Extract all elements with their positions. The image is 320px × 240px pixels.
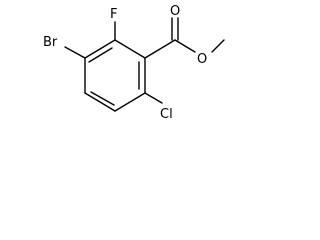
atom-label-o-ester: O [197, 52, 207, 67]
bond-to-chlorine [144, 92, 163, 104]
bond-to-bromine [64, 46, 86, 59]
atom-label-cl: Cl [160, 107, 173, 122]
ring-bond-c6-c1 [114, 39, 146, 59]
chemical-structure-diagram: Br F O O Cl [43, 4, 225, 122]
ring-double-bond-c3-c4 [90, 91, 115, 106]
atom-label-o-carbonyl: O [170, 4, 180, 19]
ring-bond-c3-c4 [84, 92, 116, 112]
benzene-ring [84, 39, 146, 112]
ring-bond-c1-c2 [84, 39, 116, 59]
bond-carbonyl-to-ester-oxygen [174, 39, 196, 53]
ring-double-bond-c1-c2 [88, 47, 113, 63]
atom-label-f: F [110, 7, 117, 22]
bond-ring-to-carbonyl-carbon [144, 39, 176, 59]
bond-ester-oxygen-to-methyl [211, 39, 225, 53]
ring-bond-c4-c5 [114, 92, 146, 112]
atom-label-br: Br [43, 35, 58, 50]
